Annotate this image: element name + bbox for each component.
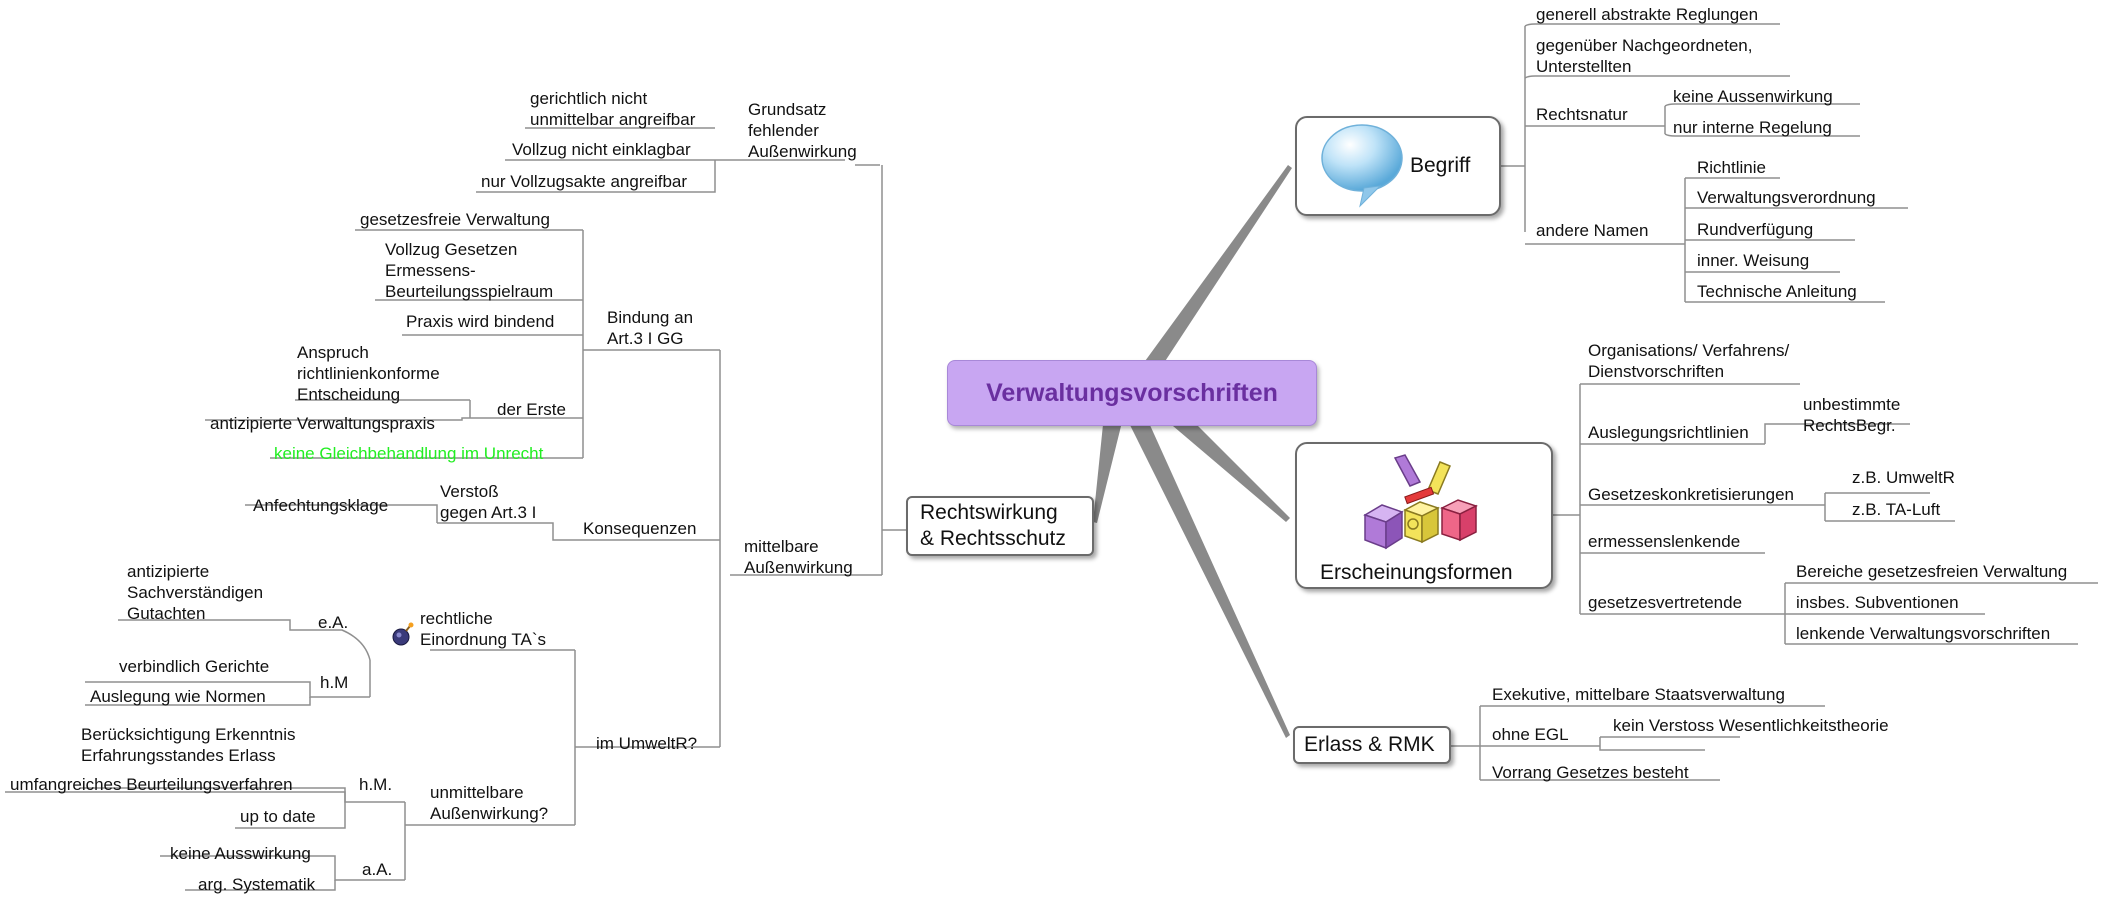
verstoss-text: Verstoß gegen Art.3 I xyxy=(440,482,537,522)
erlass-label: Erlass & RMK xyxy=(1304,733,1435,756)
bereiche-text: Bereiche gesetzesfreien Verwaltung xyxy=(1796,562,2068,581)
ea-text: e.A. xyxy=(318,613,349,632)
unmittelbare-text: unmittelbare Außenwirkung? xyxy=(430,783,549,823)
rechtswirkung-node[interactable] xyxy=(906,496,1094,556)
ermessen-text: ermessenslenkende xyxy=(1588,532,1741,551)
name-item: Richtlinie xyxy=(1697,158,1766,177)
auslegung-text: Auslegungsrichtlinien xyxy=(1588,423,1749,442)
speech-bubble-icon xyxy=(1321,124,1403,208)
taluft-text: z.B. TA-Luft xyxy=(1852,500,1941,519)
bomb-icon xyxy=(392,622,414,646)
antizipierte-gutachten-text: antizipierte Sachverständigen Gutachten xyxy=(127,562,264,623)
vollzug-nicht-text: Vollzug nicht einklagbar xyxy=(512,140,691,159)
im-umweltr-text: im UmweltR? xyxy=(596,734,698,753)
rechtswirkung-label: Rechtswirkung & Rechtsschutz xyxy=(920,501,1066,550)
keine-aussenwirkung-text: keine Aussenwirkung xyxy=(1673,87,1833,106)
unbestimmte-text: unbestimmte RechtsBegr. xyxy=(1803,395,1901,435)
aa-text: a.A. xyxy=(362,860,393,879)
umfangreiches-text: umfangreiches Beurteilungsverfahren xyxy=(10,775,293,794)
rechtliche-text: rechtliche Einordnung TA`s xyxy=(420,609,546,649)
konsequenzen-text: Konsequenzen xyxy=(583,519,697,538)
rechtsnatur-text: Rechtsnatur xyxy=(1536,105,1628,124)
generell-text: generell abstrakte Reglungen xyxy=(1536,5,1759,24)
nur-intern-text: nur interne Regelung xyxy=(1673,118,1832,137)
name-item: Rundverfügung xyxy=(1697,220,1814,239)
praxis-text: Praxis wird bindend xyxy=(406,312,555,331)
keine-gleichbehandlung-text: keine Gleichbehandlung im Unrecht xyxy=(274,444,544,463)
erlass-node[interactable] xyxy=(1293,726,1451,764)
lenkende-text: lenkende Verwaltungsvorschriften xyxy=(1796,624,2051,643)
name-item: Technische Anleitung xyxy=(1697,282,1857,301)
name-item: Verwaltungsverordnung xyxy=(1697,188,1876,207)
branch-lines xyxy=(5,23,2098,891)
vorrang-text: Vorrang Gesetzes besteht xyxy=(1492,763,1689,782)
gerichtlich-text: gerichtlich nicht unmittelbar angreifbar xyxy=(530,89,696,129)
anfechtung-text: Anfechtungsklage xyxy=(253,496,389,515)
up-to-date-text: up to date xyxy=(240,807,316,826)
main-branches xyxy=(1093,165,1292,738)
erscheinungsformen-label: Erscheinungsformen xyxy=(1320,561,1513,584)
ohne-egl-text: ohne EGL xyxy=(1492,725,1569,744)
exekutive-text: Exekutive, mittelbare Staatsverwaltung xyxy=(1492,685,1785,704)
grundsatz-text: Grundsatz fehlender Außenwirkung xyxy=(748,100,857,161)
vollzug-gesetzen-text: Vollzug Gesetzen Ermessens- Beurteilungs… xyxy=(385,240,554,301)
hm-text: h.M xyxy=(320,673,349,692)
name-item: inner. Weisung xyxy=(1697,251,1810,270)
nur-vollzugsakte-text: nur Vollzugsakte angreifbar xyxy=(481,172,688,191)
kein-verstoss-text: kein Verstoss Wesentlichkeitstheorie xyxy=(1613,716,1889,735)
umweltr-text: z.B. UmweltR xyxy=(1852,468,1955,487)
mittelbare-text: mittelbare Außenwirkung xyxy=(744,537,853,577)
subventionen-text: insbes. Subventionen xyxy=(1796,593,1959,612)
gesetzesfreie-text: gesetzesfreie Verwaltung xyxy=(360,210,550,229)
organisation-text: Organisations/ Verfahrens/ Dienstvorschr… xyxy=(1588,341,1790,381)
arg-text: arg. Systematik xyxy=(198,875,316,894)
keine-auswirkung-text: keine Ausswirkung xyxy=(170,844,311,863)
verbindlich-text: verbindlich Gerichte xyxy=(119,657,270,676)
der-erste-text: der Erste xyxy=(497,400,566,419)
auslegung-normen-text: Auslegung wie Normen xyxy=(90,687,266,706)
central-topic[interactable]: Verwaltungsvorschriften xyxy=(947,360,1317,426)
begriff-label: Begriff xyxy=(1410,154,1471,177)
hm2-text: h.M. xyxy=(359,775,393,794)
andere-namen-text: andere Namen xyxy=(1536,221,1649,240)
gegenueber-text: gegenüber Nachgeordneten, Unterstellten xyxy=(1536,36,1753,76)
bindung-text: Bindung an Art.3 I GG xyxy=(607,308,694,348)
beruecksichtigung-text: Berücksichtigung Erkenntnis Erfahrungsst… xyxy=(81,725,296,765)
antizipierte-praxis-text: antizipierte Verwaltungspraxis xyxy=(210,414,435,433)
blocks-icon xyxy=(1363,454,1478,550)
gesetzeskonkret-text: Gesetzeskonkretisierungen xyxy=(1588,485,1795,504)
gesetzesvertretend-text: gesetzesvertretende xyxy=(1588,593,1743,612)
anspruch-text: Anspruch richtlinienkonforme Entscheidun… xyxy=(297,343,440,404)
